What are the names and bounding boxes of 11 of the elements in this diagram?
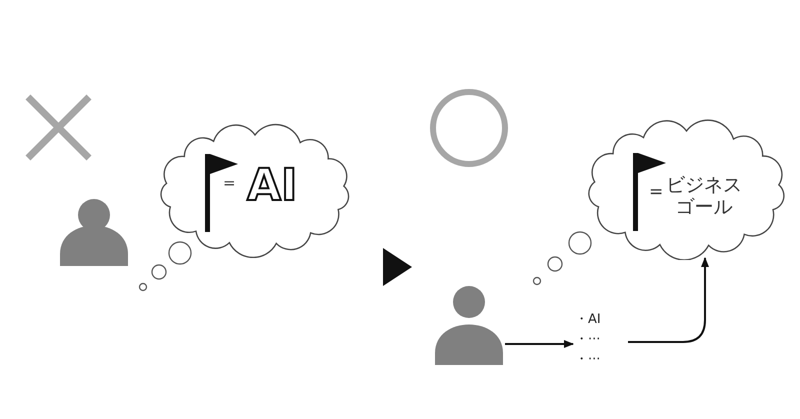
arrow	[505, 340, 574, 348]
outlined-text: AI	[247, 164, 298, 208]
person-icon	[435, 285, 503, 365]
list-item: ・···	[575, 352, 600, 368]
list-item: ・AI	[575, 312, 601, 328]
list-item: ・···	[575, 332, 600, 348]
person-icon	[60, 198, 128, 266]
equals-sign: =	[649, 184, 664, 201]
equals-sign: =	[223, 176, 236, 191]
goal-text: ビジネスゴール	[665, 175, 743, 219]
arrow	[628, 257, 709, 343]
